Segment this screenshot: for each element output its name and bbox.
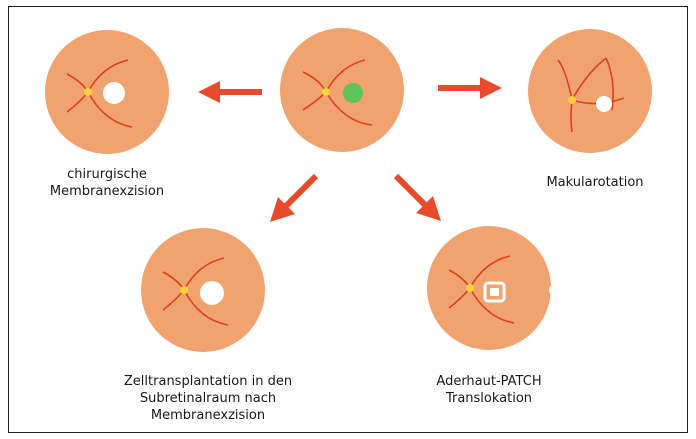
label-patch: Aderhaut-PATCH Translokation [414,373,564,407]
label-membrane-excision: chirurgische Membranexzision [32,166,182,200]
arrow-to-cell-transplant [270,176,316,222]
transplant-site [200,281,224,305]
eye-patch-translocation [427,226,561,350]
optic-disc [466,284,474,292]
eye-membrane-excision [45,30,169,154]
arrow-to-patch [396,176,441,221]
rotated-fovea [596,96,612,112]
optic-disc [322,88,330,96]
cnv-lesion [343,83,363,103]
eye-macular-rotation [528,29,652,153]
optic-disc [568,96,576,104]
label-cell-transplant: Zelltransplantation in den Subretinalrau… [108,373,308,424]
optic-disc [180,286,188,294]
arrow-to-macular-rotation [438,77,502,99]
label-macular-rotation: Makularotation [520,174,670,191]
arrow-to-membrane-excision [198,81,262,103]
optic-disc [84,88,92,96]
excision-hole [103,82,125,104]
donor-site [549,284,561,296]
eye-cell-transplant [141,228,265,352]
eye-center-original [280,28,404,152]
patch-center [490,288,499,296]
